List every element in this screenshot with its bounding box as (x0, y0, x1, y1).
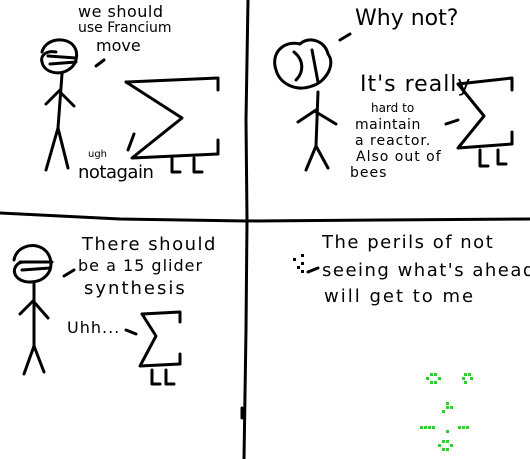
panel1-speech-line2: use Francium (78, 20, 172, 36)
panel1-speech-pointer (94, 58, 106, 68)
panel4-glider-pattern (420, 373, 473, 451)
panel3-speech-line2: be a 15 glider (78, 256, 204, 275)
panel1-reply-pointer (126, 132, 136, 152)
panel1-reply: notagain (78, 162, 154, 183)
panel2-answer-pointer (444, 118, 460, 126)
panel3-reply: Uhh... (67, 318, 121, 337)
panel4-tiny-pattern (293, 254, 304, 273)
panel3-speech-pointer (62, 268, 76, 278)
panel3-reply-pointer (124, 328, 138, 336)
panel2-answer-line6: bees (350, 165, 388, 181)
panel3-sigma-figure (138, 310, 182, 386)
panel3-speech-line1: There should (82, 234, 217, 255)
panel2-question: Why not? (355, 6, 459, 31)
panel1-speech-line3: move (96, 36, 141, 55)
panel4-speech-line1: The perils of not (322, 232, 495, 253)
panel2-answer-line1: It's really (360, 72, 472, 97)
panel1-reply-small: ugh (88, 149, 108, 160)
panel2-speech-pointer (338, 32, 352, 42)
panel3-speech-line3: synthesis (84, 278, 187, 299)
divider-vertical (242, 0, 250, 459)
panel3-stick-figure (12, 244, 54, 376)
divider-horizontal (0, 211, 530, 223)
panel4-speech-line3: will get to me (324, 286, 476, 307)
panel1-stick-figure (40, 38, 79, 172)
panel4-speech-line2: seeing what's ahead (322, 260, 530, 281)
panel2-answer-line4: a reactor. (355, 133, 432, 149)
panel4-speech-pointer (306, 266, 320, 274)
panel1-speech-line1: we should (78, 2, 164, 21)
panel2-stick-figure (273, 38, 338, 172)
panel2-answer-line2: hard to (371, 101, 415, 115)
panel2-answer-line3: maintain (355, 117, 421, 133)
panel1-sigma-figure (124, 76, 220, 174)
panel2-sigma-figure (456, 76, 514, 168)
panel2-answer-line5: Also out of (356, 149, 442, 165)
